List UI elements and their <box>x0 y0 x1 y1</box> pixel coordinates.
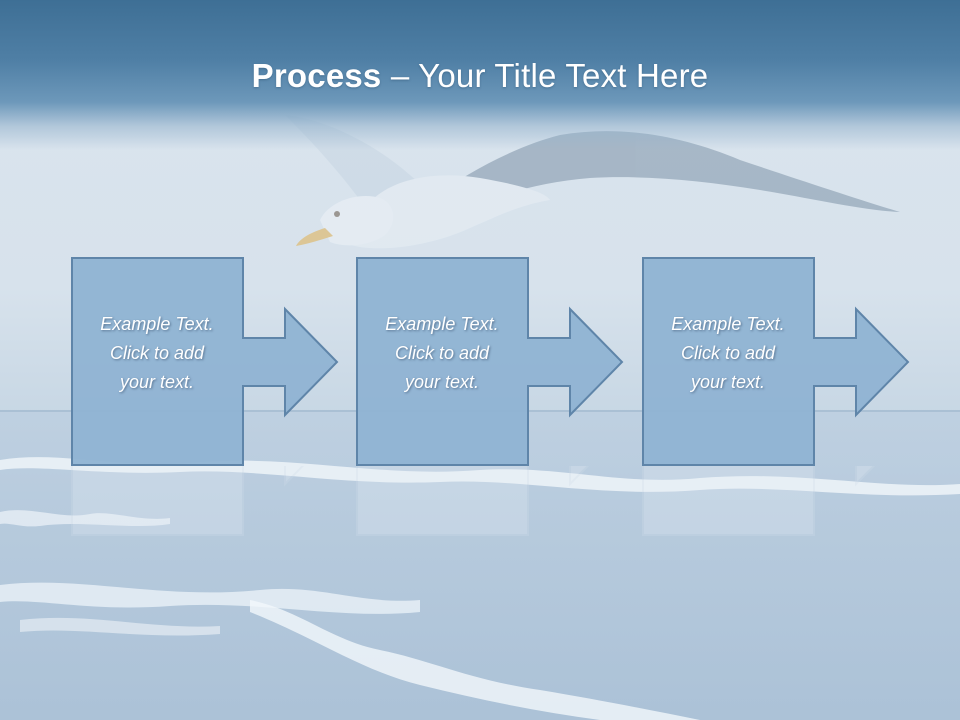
title-bold-part: Process <box>251 57 382 94</box>
step-text-line: Click to add <box>109 343 205 363</box>
step-text-line: Example Text. <box>100 314 214 334</box>
step-2-text[interactable]: Example Text. Click to add your text. <box>356 310 528 397</box>
step-text-line: Example Text. <box>385 314 499 334</box>
step-text-line: your text. <box>404 372 480 392</box>
step-3-text[interactable]: Example Text. Click to add your text. <box>642 310 814 397</box>
process-step-1-reflection <box>71 466 341 536</box>
process-step-1[interactable]: Example Text. Click to add your text. <box>71 257 341 467</box>
seagull-image <box>285 115 900 249</box>
process-step-2[interactable]: Example Text. Click to add your text. <box>356 257 626 467</box>
step-text-line: Example Text. <box>671 314 785 334</box>
step-1-text[interactable]: Example Text. Click to add your text. <box>71 310 243 397</box>
arrow-box-shape <box>642 257 910 466</box>
title-bar <box>0 0 960 150</box>
step-text-line: your text. <box>690 372 766 392</box>
process-step-3[interactable]: Example Text. Click to add your text. <box>642 257 912 467</box>
title-rest-part: – Your Title Text Here <box>381 57 709 94</box>
process-step-3-reflection <box>642 466 912 536</box>
arrow-box-shape <box>356 257 624 466</box>
slide-title[interactable]: Process – Your Title Text Here <box>0 54 960 98</box>
step-text-line: Click to add <box>394 343 490 363</box>
arrow-box-shape <box>71 257 339 466</box>
step-text-line: Click to add <box>680 343 776 363</box>
process-step-2-reflection <box>356 466 626 536</box>
step-text-line: your text. <box>119 372 195 392</box>
